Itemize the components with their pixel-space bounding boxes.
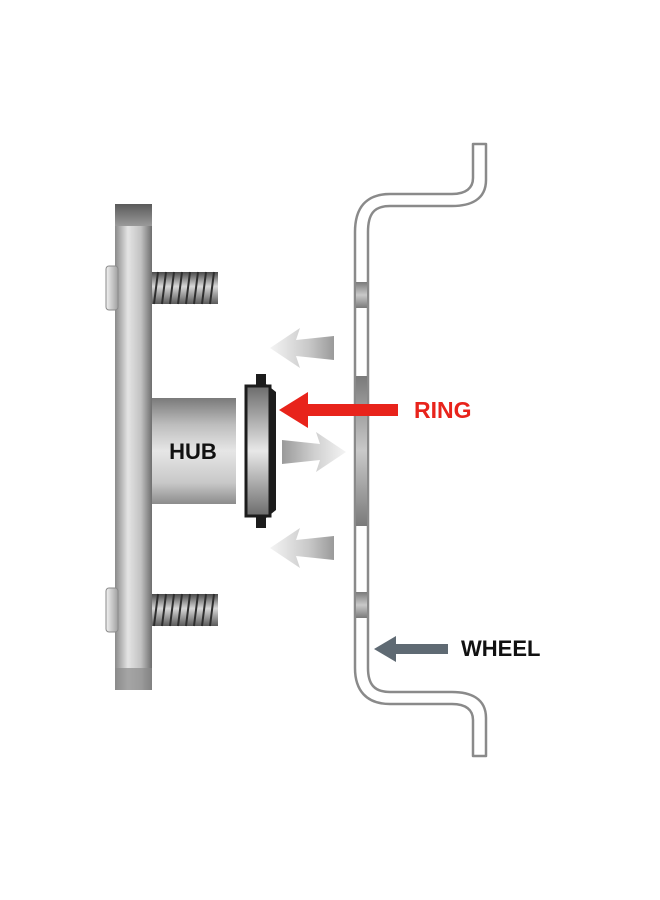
right-arrow-middle (282, 432, 346, 472)
left-arrow-bottom (270, 528, 334, 568)
hub-plate (105, 204, 152, 690)
hub-label: HUB (169, 439, 217, 464)
stud-top (150, 271, 218, 305)
wheel-label: WHEEL (461, 636, 540, 661)
hub-boss: HUB (152, 398, 236, 504)
stud-bottom (150, 593, 218, 627)
wheel-pointer-arrow (374, 636, 448, 662)
left-arrow-top (270, 328, 334, 368)
hub-centric-ring (244, 374, 276, 528)
ring-pointer-arrow (279, 392, 398, 428)
wheel-profile (353, 142, 488, 758)
ring-label: RING (414, 397, 472, 423)
